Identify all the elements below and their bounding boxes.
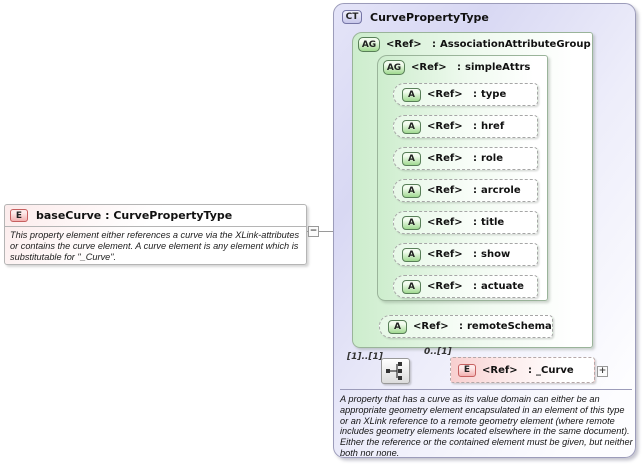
colon-label: : bbox=[473, 281, 477, 292]
attribute-row-type[interactable]: A <Ref> : type bbox=[393, 83, 538, 106]
attribute-group-badge-icon: AG bbox=[383, 60, 405, 75]
colon-label: : bbox=[473, 249, 477, 260]
cardinality-label-right: 0..[1] bbox=[424, 347, 452, 357]
complex-type-badge-icon: CT bbox=[342, 10, 362, 24]
attribute-row-remote-schema[interactable]: A <Ref> : remoteSchema bbox=[379, 315, 553, 338]
attribute-name: arcrole bbox=[481, 185, 521, 196]
element-badge-icon: E bbox=[10, 209, 28, 222]
ref-label: <Ref> bbox=[411, 62, 447, 73]
attribute-name: role bbox=[481, 153, 504, 164]
element-name: _Curve bbox=[536, 364, 574, 376]
attribute-badge-icon: A bbox=[402, 151, 421, 166]
ref-label: <Ref> bbox=[482, 364, 518, 376]
ref-label: <Ref> bbox=[427, 121, 463, 132]
association-attribute-group-box[interactable]: AG <Ref> : AssociationAttributeGroup AG … bbox=[352, 32, 593, 348]
attribute-group-header: AG <Ref> : AssociationAttributeGroup bbox=[353, 33, 592, 52]
colon-label: : bbox=[432, 39, 436, 50]
attribute-badge-icon: A bbox=[402, 87, 421, 102]
attribute-row-href[interactable]: A <Ref> : href bbox=[393, 115, 538, 138]
attribute-badge-icon: A bbox=[388, 319, 407, 334]
ref-label: <Ref> bbox=[427, 217, 463, 228]
base-curve-element-box[interactable]: E baseCurve : CurvePropertyType This pro… bbox=[4, 204, 307, 265]
base-curve-header: E baseCurve : CurvePropertyType bbox=[5, 205, 306, 224]
ref-label: <Ref> bbox=[427, 249, 463, 260]
colon-label: : bbox=[473, 153, 477, 164]
attribute-badge-icon: A bbox=[402, 119, 421, 134]
ct-description: A property that has a curve as its value… bbox=[340, 394, 633, 458]
attribute-badge-icon: A bbox=[402, 215, 421, 230]
attribute-badge-icon: A bbox=[402, 279, 421, 294]
sequence-glyph-icon bbox=[386, 362, 402, 380]
attribute-row-show[interactable]: A <Ref> : show bbox=[393, 243, 538, 266]
ref-label: <Ref> bbox=[427, 281, 463, 292]
colon-label: : bbox=[473, 121, 477, 132]
ref-label: <Ref> bbox=[386, 39, 422, 50]
divider bbox=[340, 389, 632, 390]
colon-label: : bbox=[528, 364, 532, 376]
collapse-icon[interactable]: − bbox=[308, 226, 319, 237]
sequence-compositor-icon[interactable] bbox=[381, 358, 410, 384]
simple-attrs-group-box[interactable]: AG <Ref> : simpleAttrs A <Ref> : type A … bbox=[377, 55, 548, 301]
attribute-name: href bbox=[481, 121, 505, 132]
colon-label: : bbox=[457, 62, 461, 73]
cardinality-label-left: [1]..[1] bbox=[347, 352, 383, 362]
curve-property-type-box[interactable]: CT CurvePropertyType AG <Ref> : Associat… bbox=[333, 3, 636, 458]
attribute-name: actuate bbox=[481, 281, 524, 292]
element-badge-icon: E bbox=[458, 363, 476, 377]
ref-label: <Ref> bbox=[427, 89, 463, 100]
attribute-name: type bbox=[481, 89, 507, 100]
colon-label: : bbox=[473, 217, 477, 228]
attribute-name: show bbox=[481, 249, 511, 260]
colon-label: : bbox=[459, 321, 463, 332]
divider bbox=[5, 226, 306, 227]
base-curve-description: This property element either references … bbox=[10, 230, 300, 262]
attribute-name: title bbox=[481, 217, 505, 228]
ref-label: <Ref> bbox=[413, 321, 449, 332]
connector-line bbox=[307, 231, 346, 232]
colon-label: : bbox=[473, 185, 477, 196]
attribute-group-badge-icon: AG bbox=[358, 37, 380, 52]
attribute-badge-icon: A bbox=[402, 183, 421, 198]
colon-label: : bbox=[473, 89, 477, 100]
ct-header: CT CurvePropertyType bbox=[342, 10, 489, 24]
simple-attrs-name: simpleAttrs bbox=[465, 62, 531, 73]
curve-element-box[interactable]: E <Ref> : _Curve bbox=[450, 357, 595, 383]
base-curve-title: baseCurve : CurvePropertyType bbox=[36, 209, 233, 222]
attribute-row-role[interactable]: A <Ref> : role bbox=[393, 147, 538, 170]
attribute-badge-icon: A bbox=[402, 247, 421, 262]
attribute-group-header: AG <Ref> : simpleAttrs bbox=[378, 56, 547, 75]
expand-icon[interactable]: + bbox=[597, 366, 608, 377]
attribute-group-name: AssociationAttributeGroup bbox=[440, 39, 591, 50]
attribute-row-actuate[interactable]: A <Ref> : actuate bbox=[393, 275, 538, 298]
attribute-name: remoteSchema bbox=[467, 321, 552, 332]
ref-label: <Ref> bbox=[427, 185, 463, 196]
attribute-row-arcrole[interactable]: A <Ref> : arcrole bbox=[393, 179, 538, 202]
ref-label: <Ref> bbox=[427, 153, 463, 164]
ct-title: CurvePropertyType bbox=[370, 10, 489, 24]
attribute-row-title[interactable]: A <Ref> : title bbox=[393, 211, 538, 234]
